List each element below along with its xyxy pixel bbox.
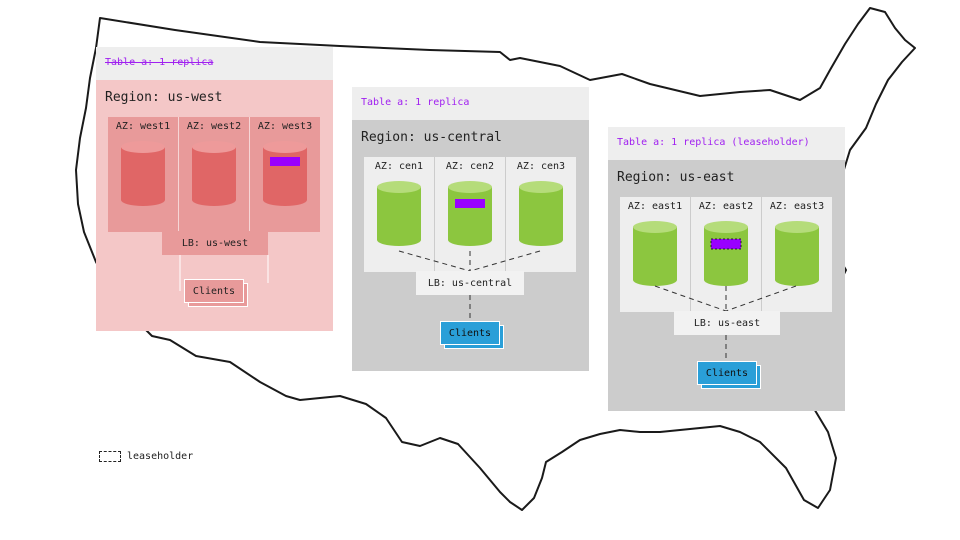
az-cen3: AZ: cen3 xyxy=(506,157,576,272)
az-label: AZ: west2 xyxy=(186,121,242,132)
database-cylinder xyxy=(192,141,236,206)
database-cylinder-with-replica xyxy=(263,141,307,206)
table-header xyxy=(96,47,333,80)
database-cylinder xyxy=(377,181,421,246)
az-cen1: AZ: cen1 xyxy=(364,157,435,272)
clients-label: Clients xyxy=(184,279,244,303)
table-label: Table a: 1 replica (leaseholder) xyxy=(617,137,810,148)
region-title: Region: us-east xyxy=(617,170,735,185)
database-cylinder xyxy=(519,181,563,246)
database-cylinder xyxy=(775,221,819,286)
clients-stack: Clients xyxy=(697,361,761,389)
leaseholder-legend-swatch xyxy=(99,451,121,462)
az-east2: AZ: east2 xyxy=(691,197,762,312)
az-label: AZ: cen1 xyxy=(374,161,424,172)
legend: leaseholder xyxy=(99,451,193,462)
legend-label: leaseholder xyxy=(127,451,194,462)
az-east1: AZ: east1 xyxy=(620,197,691,312)
az-label: AZ: west3 xyxy=(257,121,313,132)
az-row: AZ: west1 AZ: west2 AZ: west3 xyxy=(108,117,320,232)
az-label: AZ: east1 xyxy=(627,201,683,212)
az-label: AZ: cen3 xyxy=(516,161,566,172)
database-cylinder-with-replica xyxy=(448,181,492,246)
table-header xyxy=(608,127,845,160)
clients-label: Clients xyxy=(440,321,500,345)
table-label: Table a: 1 replica xyxy=(361,97,470,108)
clients-stack: Clients xyxy=(440,321,504,349)
az-west1: AZ: west1 xyxy=(108,117,179,232)
az-west3: AZ: west3 xyxy=(250,117,320,232)
replica-marker xyxy=(455,199,485,208)
az-label: AZ: east2 xyxy=(698,201,754,212)
az-label: AZ: west1 xyxy=(115,121,171,132)
az-east3: AZ: east3 xyxy=(762,197,832,312)
region-title: Region: us-central xyxy=(361,130,502,145)
load-balancer: LB: us-central xyxy=(416,271,524,295)
load-balancer: LB: us-east xyxy=(674,311,780,335)
database-cylinder xyxy=(121,141,165,206)
clients-label: Clients xyxy=(697,361,757,385)
clients-stack: Clients xyxy=(184,279,248,307)
az-row: AZ: east1 AZ: east2 AZ: east3 xyxy=(620,197,832,312)
region-panel-us-east: Table a: 1 replica (leaseholder) Region:… xyxy=(608,127,845,411)
az-label: AZ: east3 xyxy=(769,201,825,212)
database-cylinder xyxy=(633,221,677,286)
az-row: AZ: cen1 AZ: cen2 AZ: cen3 xyxy=(364,157,576,272)
database-cylinder-with-leaseholder xyxy=(704,221,748,286)
region-title: Region: us-west xyxy=(105,90,223,105)
az-cen2: AZ: cen2 xyxy=(435,157,506,272)
region-panel-us-west: Table a: 1 replica Region: us-west AZ: w… xyxy=(96,47,333,331)
leaseholder-replica-marker xyxy=(710,238,742,250)
replica-marker xyxy=(270,157,300,166)
table-label: Table a: 1 replica xyxy=(105,57,214,68)
table-header xyxy=(352,87,589,120)
load-balancer: LB: us-west xyxy=(162,231,268,255)
az-west2: AZ: west2 xyxy=(179,117,250,232)
region-panel-us-central: Table a: 1 replica Region: us-central AZ… xyxy=(352,87,589,371)
az-label: AZ: cen2 xyxy=(445,161,495,172)
